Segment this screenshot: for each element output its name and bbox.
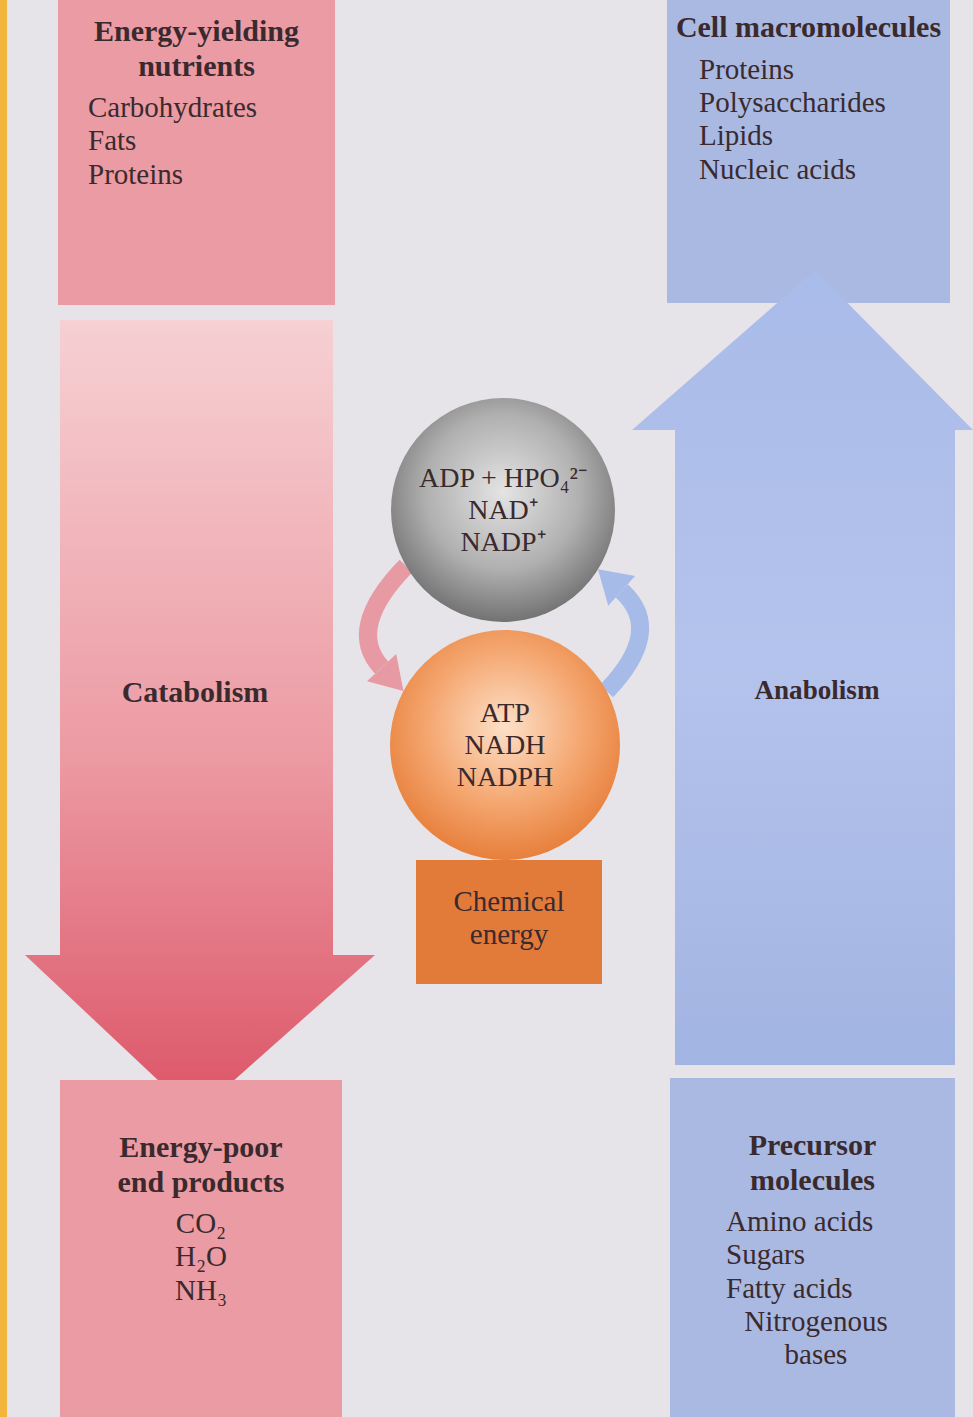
catabolism-arrow-shape [25, 320, 375, 1115]
process-label: Catabolism [25, 675, 365, 710]
list-item: NH₃ [70, 1274, 332, 1307]
list-item: Nitrogenous bases [726, 1305, 906, 1372]
list-item: Fats [88, 124, 329, 157]
precursor-box: Precursor moleculesAmino acidsSugarsFatt… [670, 1078, 955, 1417]
anabolism-arrow-shape [632, 270, 973, 1065]
list-item: Polysaccharides [699, 86, 944, 119]
cofactor-label: NADH [465, 729, 546, 761]
list-item: Proteins [88, 158, 329, 191]
arrow-shaft [607, 591, 641, 691]
chemical-energy-box: Chemical energy [416, 860, 602, 984]
list-item: Sugars [726, 1238, 949, 1271]
catabolism-arrow: Catabolism [25, 320, 375, 1115]
box-heading: Chemical energy [424, 885, 594, 952]
box-heading: Precursor molecules [705, 1128, 920, 1197]
list-item: Fatty acids [726, 1272, 949, 1305]
arrowhead [598, 569, 635, 605]
left-border-strip [0, 0, 7, 1417]
box-heading: Energy-poor end products [94, 1130, 309, 1199]
nutrient-box: Energy-yielding nutrientsCarbohydratesFa… [58, 0, 335, 305]
list-item: H₂O [70, 1240, 332, 1273]
process-label: Anabolism [632, 675, 973, 706]
box-heading: Cell macromolecules [674, 10, 944, 45]
cycle-arrow [367, 566, 406, 691]
list-item: Proteins [699, 53, 944, 86]
list-item: Amino acids [726, 1205, 949, 1238]
list-item: CO₂ [70, 1207, 332, 1240]
macromolecule-box: Cell macromoleculesProteinsPolysaccharid… [667, 0, 950, 303]
cofactor-label: NAD⁺ [468, 494, 538, 526]
arrow-outline [632, 270, 973, 1065]
cofactor-label: ATP [480, 697, 530, 729]
orange-circle: ATPNADHNADPH [390, 630, 620, 860]
grey-circle: ADP + HPO₄²⁻NAD⁺NADP⁺ [391, 398, 615, 622]
anabolism-arrow: Anabolism [632, 270, 973, 1065]
list-item: Lipids [699, 119, 944, 152]
cycle-arrow [598, 569, 640, 691]
box-heading: Energy-yielding nutrients [72, 14, 322, 83]
arrowhead [367, 654, 403, 691]
cofactor-label: ADP + HPO₄²⁻ [419, 462, 587, 494]
arrow-shaft [368, 566, 406, 668]
cofactor-label: NADPH [457, 761, 553, 793]
list-item: Nucleic acids [699, 153, 944, 186]
arrow-outline [25, 320, 375, 1115]
end-product-box: Energy-poor end productsCO₂H₂ONH₃ [60, 1080, 342, 1417]
cofactor-label: NADP⁺ [460, 526, 545, 558]
list-item: Carbohydrates [88, 91, 329, 124]
